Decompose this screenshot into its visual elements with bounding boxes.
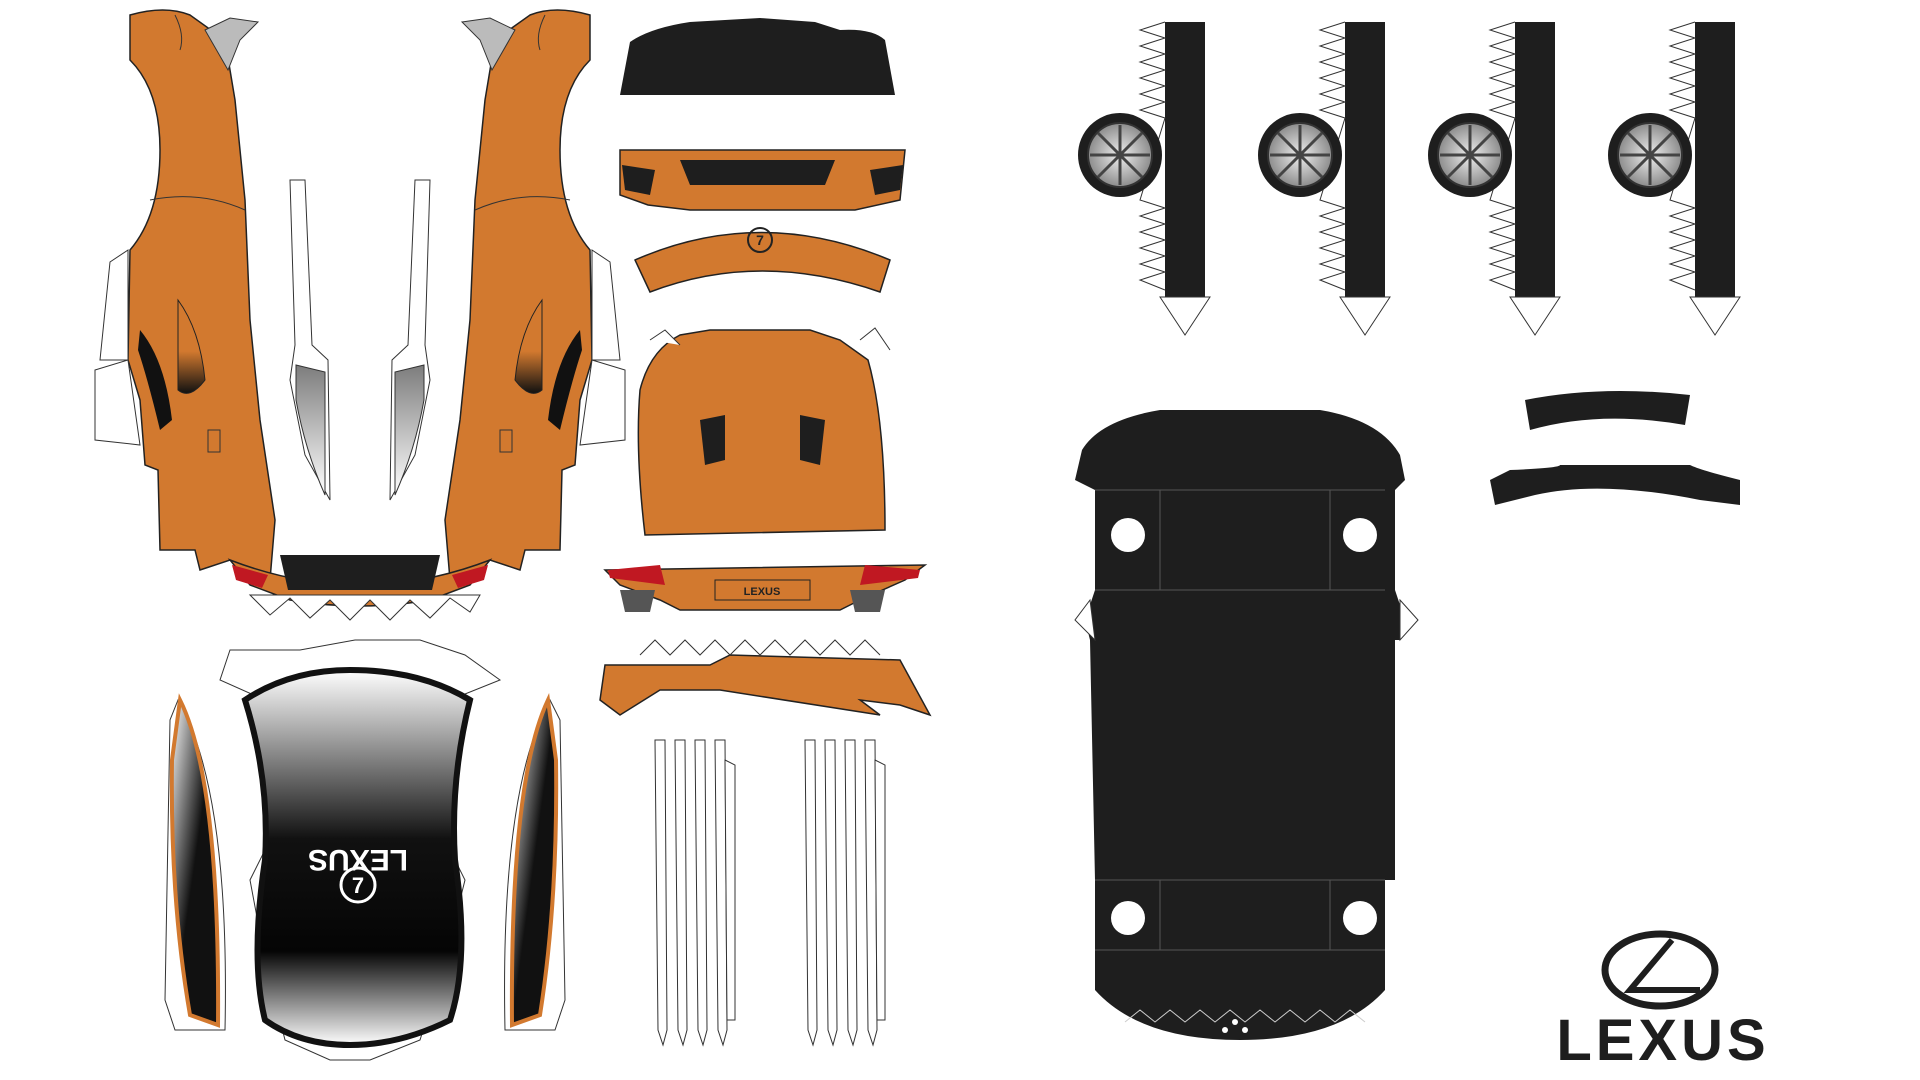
a-pillar-right xyxy=(389,179,431,501)
lexus-badge-front xyxy=(747,227,773,253)
rear-wing-bottom-part xyxy=(1490,465,1740,505)
side-window-left-part xyxy=(164,693,226,1031)
roof-lexus-text: LEXUS xyxy=(308,843,408,876)
strut-strips-group-left xyxy=(654,739,736,1047)
chassis-hole-rr xyxy=(1343,901,1377,935)
badge-numeral-front: 7 xyxy=(756,232,764,248)
rear-diffuser-part: LEXUS xyxy=(603,564,928,612)
lexus-wordmark: LEXUS xyxy=(1556,1008,1769,1073)
chassis-hole-fr xyxy=(1343,518,1377,552)
wheel-strip-1 xyxy=(1078,21,1211,336)
wheel-strip-3 xyxy=(1428,21,1561,336)
front-bumper-part xyxy=(619,149,906,211)
chassis-hole-rl xyxy=(1111,901,1145,935)
wheel-strip-2 xyxy=(1258,21,1391,336)
side-window-right-part xyxy=(504,693,566,1031)
roof-top-black-part xyxy=(620,18,895,95)
chassis-hole-fl xyxy=(1111,518,1145,552)
front-lip-part: 7 xyxy=(633,227,891,293)
rear-bumper-bridge xyxy=(227,555,493,621)
a-pillar-left xyxy=(289,179,331,501)
wheel-strip-4 xyxy=(1608,21,1741,336)
rear-lower-lip-part xyxy=(599,639,932,717)
lexus-emblem xyxy=(1601,930,1719,1010)
roof-windshield-part: LEXUS 7 xyxy=(219,639,502,1061)
rear-badge-text: LEXUS xyxy=(744,586,781,598)
hood-part xyxy=(637,327,891,536)
lexus-badge-roof xyxy=(339,866,377,904)
badge-numeral-roof: 7 xyxy=(352,873,364,898)
strut-strips-group-right xyxy=(804,739,886,1047)
body-side-right-part xyxy=(444,9,626,582)
rear-wing-top-part xyxy=(1525,391,1690,430)
lexus-logo: LEXUS xyxy=(1556,930,1769,1073)
chassis-part xyxy=(1074,410,1419,1040)
body-side-left-part xyxy=(94,9,276,582)
